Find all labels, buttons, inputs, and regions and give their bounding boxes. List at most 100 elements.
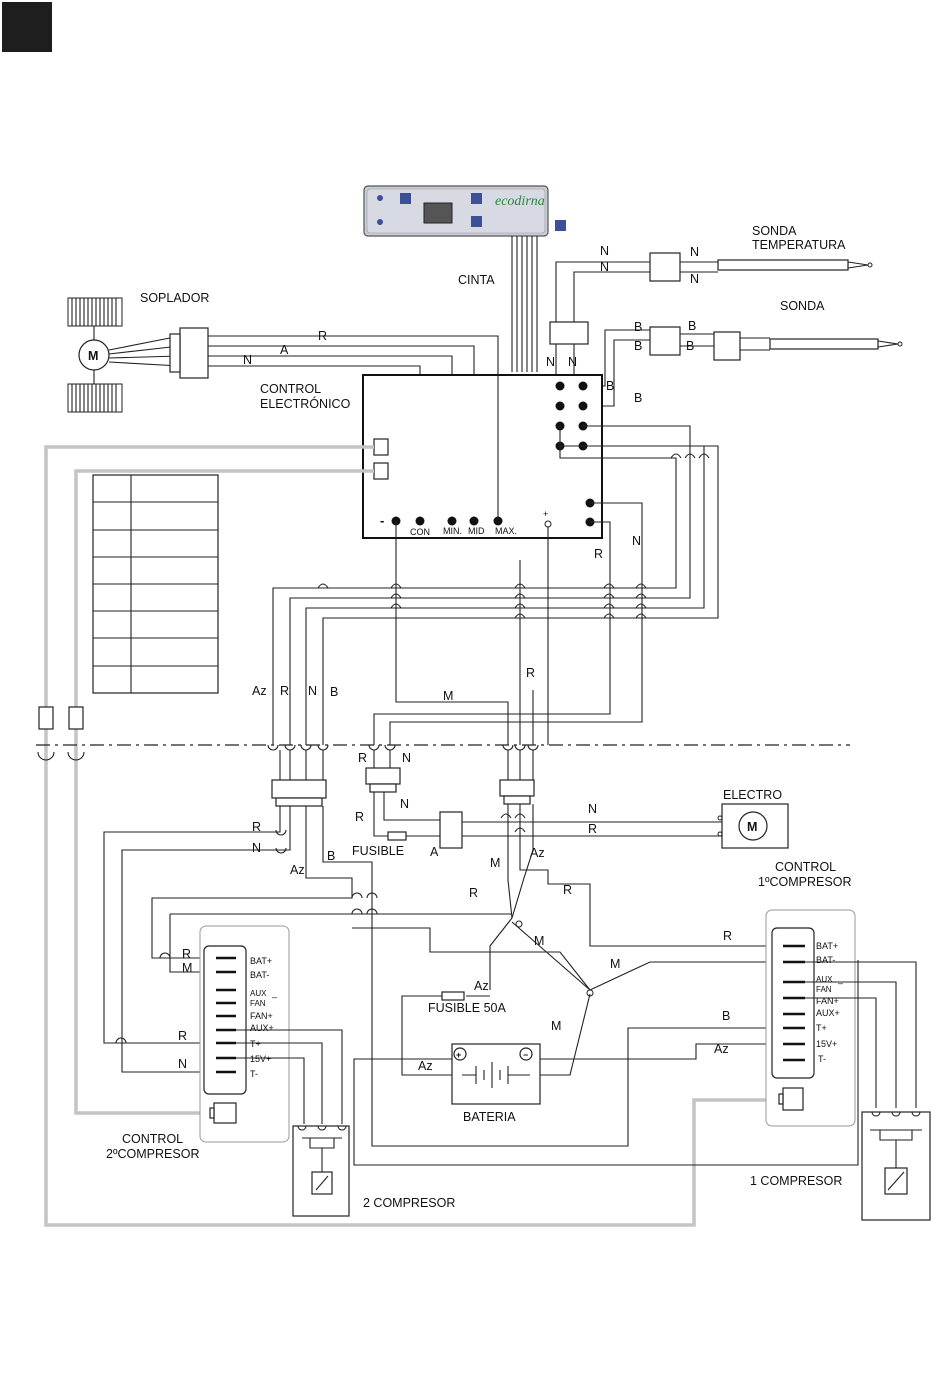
wire-code: A <box>280 343 289 357</box>
fusible-electro: M <box>373 792 789 849</box>
crossing-arcs <box>317 453 710 619</box>
wire-code: Az <box>418 1059 433 1073</box>
compresor-2-label: 2 COMPRESOR <box>363 1196 455 1210</box>
terminal-bat-plus: BAT+ <box>816 941 838 951</box>
wire-code: R <box>280 684 289 698</box>
soplador: M <box>67 297 499 520</box>
terminal-aux: AUX <box>816 975 833 984</box>
terminal-minus: - <box>380 513 384 528</box>
bateria-label: BATERIA <box>463 1110 516 1124</box>
terminal-mid: MID <box>468 526 485 536</box>
control-panel: ecodirna <box>363 185 566 237</box>
terminal-fan-plus: FAN+ <box>250 1011 273 1021</box>
electro-motor-icon: M <box>747 820 757 834</box>
wire-code: R <box>469 886 478 900</box>
terminal-aux: AUX <box>250 989 267 998</box>
terminal-aux-plus: AUX+ <box>816 1008 840 1018</box>
wire-code: Az <box>290 863 305 877</box>
wire-code: B <box>634 391 642 405</box>
terminal-min: MIN. <box>443 526 462 536</box>
terminal-con: CON <box>410 527 430 537</box>
terminal-15v-plus: 15V+ <box>250 1054 271 1064</box>
wire-code: N <box>178 1057 187 1071</box>
bateria: + − <box>451 1043 541 1105</box>
corner-block <box>2 2 52 52</box>
electro-label: ELECTRO <box>723 788 782 802</box>
wire-code: N <box>568 355 577 369</box>
ctrl1-terminal-labels: BAT+ BAT- AUX – FAN FAN+ AUX+ T+ 15V+ T- <box>816 941 843 1064</box>
terminal-fan-minus: – <box>272 992 277 1002</box>
wire-code: B <box>634 339 642 353</box>
wire-code: R <box>723 929 732 943</box>
wire-code: M <box>610 957 620 971</box>
wire-code: N <box>690 245 699 259</box>
terminal-15v-plus: 15V+ <box>816 1039 837 1049</box>
wire-code: R <box>526 666 535 680</box>
terminal-t-minus: T- <box>250 1069 258 1079</box>
terminal-t-minus: T- <box>818 1054 826 1064</box>
wire-code: B <box>634 320 642 334</box>
sonda-temperatura <box>555 252 873 322</box>
wire-code: B <box>330 685 338 699</box>
terminal-fan: FAN <box>816 985 832 994</box>
wire-code: M <box>534 934 544 948</box>
wire-code: N <box>402 751 411 765</box>
wire-code: Az <box>252 684 267 698</box>
fusible-label: FUSIBLE <box>352 844 404 858</box>
wire-code: R <box>358 751 367 765</box>
svg-text:−: − <box>523 1050 528 1060</box>
wire-code: R <box>563 883 572 897</box>
terminal-t-plus: T+ <box>816 1023 827 1033</box>
sonda-temp-label-1: SONDA <box>752 224 797 238</box>
wire-code: N <box>252 841 261 855</box>
grey-wires <box>38 445 783 1227</box>
control-electronico-label-2: ELECTRÓNICO <box>260 396 351 411</box>
wire-code: A <box>430 845 439 859</box>
wire-code: N <box>600 244 609 258</box>
wire-code: R <box>178 1029 187 1043</box>
ctrl2-terminal-labels: BAT+ BAT- AUX – FAN FAN+ AUX+ T+ 15V+ T- <box>250 956 277 1079</box>
sonda-temp-label-2: TEMPERATURA <box>752 238 846 252</box>
terminal-bat-plus: BAT+ <box>250 956 272 966</box>
separator-connectors <box>37 744 539 761</box>
wire-code: N <box>546 355 555 369</box>
wire-code: N <box>632 534 641 548</box>
fusible-50a-label: FUSIBLE 50A <box>428 1001 506 1015</box>
control-1-compresor <box>765 909 917 1127</box>
wire-code: N <box>588 802 597 816</box>
wire-code: M <box>551 1019 561 1033</box>
terminal-aux-plus: AUX+ <box>250 1023 274 1033</box>
legend-table <box>92 474 219 694</box>
control-2-compresor <box>199 925 343 1143</box>
wire-code: M <box>490 856 500 870</box>
wire-code: B <box>686 339 694 353</box>
wire-code: R <box>594 547 603 561</box>
wire-code: B <box>722 1009 730 1023</box>
terminal-fan: FAN <box>250 999 266 1008</box>
wire-code: Az <box>530 846 545 860</box>
wire-code: N <box>600 260 609 274</box>
wire-code: R <box>182 947 191 961</box>
lower-wiring <box>103 804 859 1166</box>
wire-code: B <box>327 849 335 863</box>
wire-code: R <box>318 329 327 343</box>
ribbon-cable <box>511 236 538 372</box>
terminal-t-plus: T+ <box>250 1039 261 1049</box>
wire-code: N <box>690 272 699 286</box>
svg-text:+: + <box>456 1050 461 1060</box>
wire-code: R <box>588 822 597 836</box>
control-output-wires <box>272 425 719 745</box>
compresor-1-label: 1 COMPRESOR <box>750 1174 842 1188</box>
terminal-bat-minus: BAT- <box>250 970 269 980</box>
terminal-fan-minus: – <box>838 978 843 988</box>
control-electronico-label-1: CONTROL <box>260 382 321 396</box>
compresor-1 <box>861 1111 931 1221</box>
terminal-plus: + <box>543 509 548 519</box>
wire-code: Az <box>714 1042 729 1056</box>
motor-m-icon: M <box>88 349 98 363</box>
wire-code: B <box>606 379 614 393</box>
terminal-fan-plus: FAN+ <box>816 996 839 1006</box>
wire-code: B <box>688 319 696 333</box>
lower-connectors <box>271 750 535 807</box>
